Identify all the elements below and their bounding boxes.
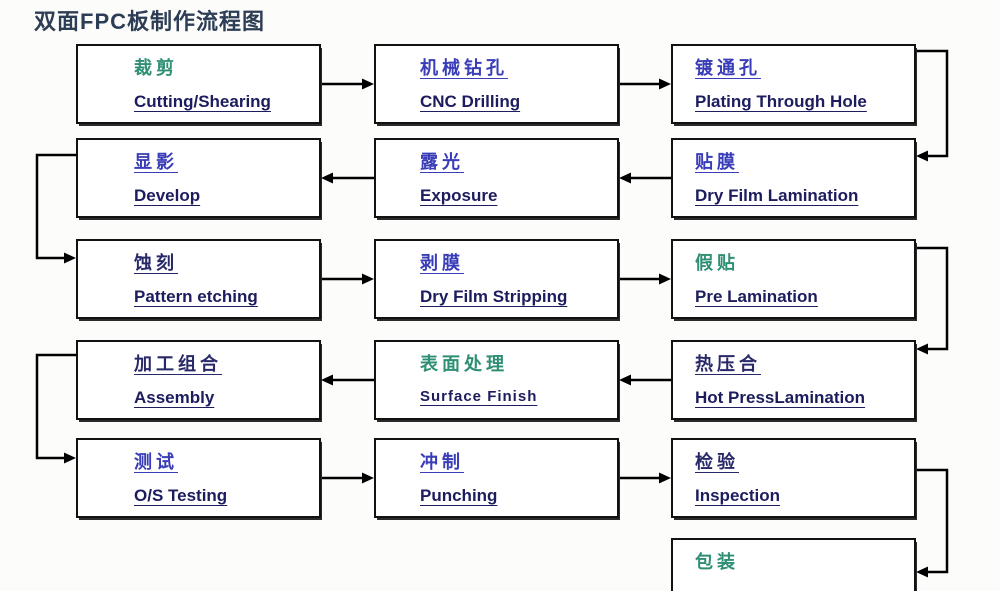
flow-node-plating-through-hole: 镀通孔 Plating Through Hole bbox=[671, 44, 916, 124]
flow-arrow-hot-press-lamination-to-surface-finish bbox=[619, 374, 671, 386]
node-label-en: Plating Through Hole bbox=[695, 92, 867, 111]
node-label-en: Exposure bbox=[420, 186, 498, 205]
flow-arrow-inspection-to-packing bbox=[916, 468, 949, 578]
flow-node-punching: 冲制 Punching bbox=[374, 438, 619, 518]
flow-node-os-testing: 测试 O/S Testing bbox=[76, 438, 321, 518]
node-label-zh: 露光 bbox=[420, 152, 464, 172]
arrowhead-icon bbox=[916, 566, 928, 578]
arrowhead-icon bbox=[659, 472, 671, 484]
flow-node-pre-lamination: 假贴 Pre Lamination bbox=[671, 239, 916, 319]
node-label-en: Cutting/Shearing bbox=[134, 92, 271, 111]
node-label-zh: 测试 bbox=[134, 452, 178, 472]
flow-node-packing: 包装 bbox=[671, 538, 916, 591]
arrowhead-icon bbox=[916, 343, 928, 355]
flow-arrow-pre-lamination-to-hot-press-lamination bbox=[916, 246, 949, 355]
node-label-zh: 检验 bbox=[695, 452, 739, 472]
node-label-en: Inspection bbox=[695, 486, 781, 505]
flow-arrow-surface-finish-to-assembly bbox=[321, 374, 374, 386]
flow-node-dry-film-lamination: 贴膜 Dry Film Lamination bbox=[671, 138, 916, 218]
node-label-zh: 包装 bbox=[695, 552, 739, 572]
arrowhead-icon bbox=[64, 452, 76, 464]
page-title: 双面FPC板制作流程图 bbox=[34, 9, 266, 34]
flow-node-cutting: 裁剪 Cutting/Shearing bbox=[76, 44, 321, 124]
flow-node-surface-finish: 表面处理 Surface Finish bbox=[374, 340, 619, 420]
arrowhead-icon bbox=[321, 374, 333, 386]
node-label-en: Hot PressLamination bbox=[695, 388, 866, 407]
arrowhead-icon bbox=[362, 273, 374, 285]
flow-arrow-plating-through-hole-to-dry-film-lamination bbox=[916, 49, 949, 162]
flow-node-cnc-drilling: 机械钻孔 CNC Drilling bbox=[374, 44, 619, 124]
node-label-zh: 蚀刻 bbox=[134, 253, 178, 273]
flow-node-assembly: 加工组合 Assembly bbox=[76, 340, 321, 420]
arrowhead-icon bbox=[619, 172, 631, 184]
node-label-zh: 热压合 bbox=[695, 354, 761, 374]
flow-node-pattern-etching: 蚀刻 Pattern etching bbox=[76, 239, 321, 319]
node-label-en: CNC Drilling bbox=[420, 92, 521, 111]
flow-node-dry-film-stripping: 剥膜 Dry Film Stripping bbox=[374, 239, 619, 319]
flow-node-hot-press-lamination: 热压合 Hot PressLamination bbox=[671, 340, 916, 420]
flow-node-develop: 显影 Develop bbox=[76, 138, 321, 218]
flow-arrow-develop-to-pattern-etching bbox=[35, 153, 76, 264]
flow-node-inspection: 检验 Inspection bbox=[671, 438, 916, 518]
node-label-zh: 裁剪 bbox=[134, 58, 178, 78]
node-label-zh: 镀通孔 bbox=[695, 58, 761, 78]
node-label-en: Assembly bbox=[134, 388, 215, 407]
node-label-zh: 加工组合 bbox=[134, 354, 222, 374]
flow-arrow-cutting-to-cnc-drilling bbox=[321, 78, 374, 90]
flow-node-exposure: 露光 Exposure bbox=[374, 138, 619, 218]
arrowhead-icon bbox=[362, 472, 374, 484]
arrowhead-icon bbox=[362, 78, 374, 90]
node-label-en: O/S Testing bbox=[134, 486, 228, 505]
node-label-en: Dry Film Stripping bbox=[420, 287, 568, 306]
node-label-zh: 剥膜 bbox=[420, 253, 464, 273]
flow-arrow-cnc-drilling-to-plating-through-hole bbox=[619, 78, 671, 90]
arrowhead-icon bbox=[321, 172, 333, 184]
flow-arrow-dry-film-stripping-to-pre-lamination bbox=[619, 273, 671, 285]
node-label-en: Pattern etching bbox=[134, 287, 258, 306]
node-label-zh: 假贴 bbox=[695, 253, 739, 273]
node-label-zh: 机械钻孔 bbox=[420, 58, 508, 78]
arrowhead-icon bbox=[659, 273, 671, 285]
node-label-en: Dry Film Lamination bbox=[695, 186, 859, 205]
arrowhead-icon bbox=[619, 374, 631, 386]
flow-arrow-assembly-to-os-testing bbox=[35, 353, 76, 464]
node-label-en: Pre Lamination bbox=[695, 287, 818, 306]
node-label-zh: 冲制 bbox=[420, 452, 464, 472]
arrowhead-icon bbox=[916, 150, 928, 162]
flow-arrow-os-testing-to-punching bbox=[321, 472, 374, 484]
flow-arrow-dry-film-lamination-to-exposure bbox=[619, 172, 671, 184]
node-label-zh: 贴膜 bbox=[695, 152, 739, 172]
flow-arrow-exposure-to-develop bbox=[321, 172, 374, 184]
flow-arrow-punching-to-inspection bbox=[619, 472, 671, 484]
node-label-en: Develop bbox=[134, 186, 201, 205]
flow-arrow-pattern-etching-to-dry-film-stripping bbox=[321, 273, 374, 285]
node-label-en: Punching bbox=[420, 486, 498, 505]
node-label-zh: 显影 bbox=[134, 152, 178, 172]
node-label-en: Surface Finish bbox=[420, 388, 538, 405]
arrowhead-icon bbox=[64, 252, 76, 264]
node-label-zh: 表面处理 bbox=[420, 354, 508, 374]
arrowhead-icon bbox=[659, 78, 671, 90]
